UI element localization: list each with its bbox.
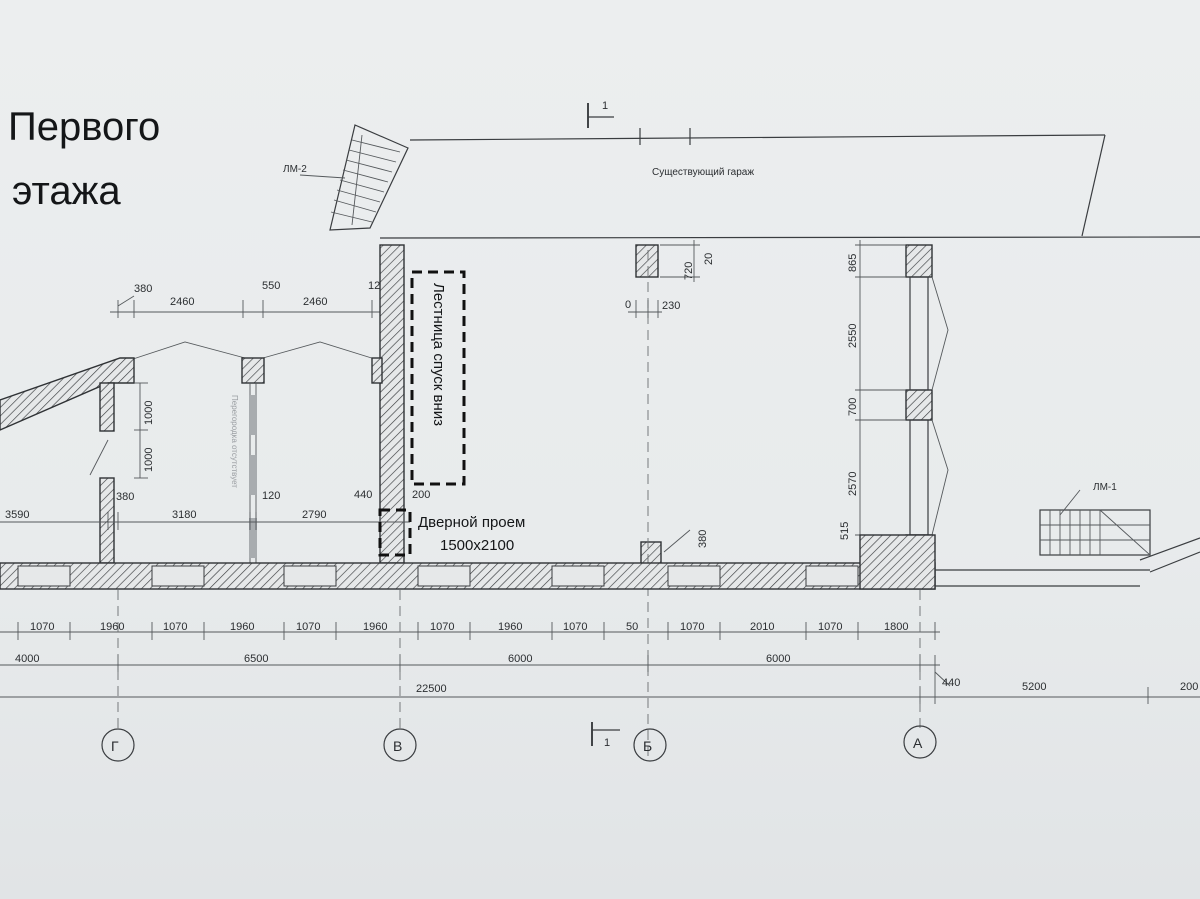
left-sloped-wall [0, 357, 135, 564]
stair-annotation-text: Лестница спуск вниз [430, 283, 447, 426]
svg-text:2790: 2790 [302, 509, 326, 521]
door-annotation: Дверной проем 1500x2100 [378, 508, 525, 557]
wall-axis-v [371, 244, 405, 564]
section-mark-top: 1 [587, 100, 614, 128]
svg-text:1: 1 [602, 100, 608, 112]
existing-garage: Существующий гараж [379, 128, 1200, 239]
svg-text:230: 230 [662, 300, 680, 312]
dims-mid: 3590 380 3180 120 2790 440 200 [0, 489, 430, 530]
dims-left: 1000 1000 [134, 382, 155, 479]
axis-bubble-g: Г [101, 728, 135, 762]
title-line-2: этажа [12, 169, 121, 213]
svg-text:6000: 6000 [766, 653, 790, 665]
middle-column: Перегородка отсутствует [230, 357, 265, 563]
dims-row-1: 1070 1960 1070 1960 1070 1960 1070 1960 … [0, 621, 940, 640]
svg-text:1960: 1960 [363, 621, 387, 633]
svg-text:700: 700 [847, 398, 859, 416]
svg-text:4000: 4000 [15, 653, 39, 665]
svg-text:3590: 3590 [5, 509, 29, 521]
dims-row-3: 22500 440 5200 200 [0, 655, 1200, 704]
svg-text:2010: 2010 [750, 621, 774, 633]
svg-text:6500: 6500 [244, 653, 268, 665]
svg-text:А: А [913, 735, 923, 751]
svg-text:Г: Г [111, 738, 119, 754]
section-mark-bottom: 1 [591, 722, 620, 749]
svg-text:20: 20 [703, 253, 715, 265]
svg-text:720: 720 [683, 262, 695, 280]
svg-text:2460: 2460 [303, 296, 327, 308]
svg-text:2550: 2550 [847, 324, 859, 348]
svg-text:1960: 1960 [230, 621, 254, 633]
roof-slopes [129, 341, 379, 361]
svg-text:1: 1 [604, 737, 610, 749]
svg-text:200: 200 [1180, 681, 1198, 693]
svg-text:380: 380 [134, 283, 152, 295]
svg-text:1000: 1000 [143, 401, 155, 425]
svg-text:1070: 1070 [818, 621, 842, 633]
door-annotation-line-2: 1500x2100 [440, 537, 514, 554]
axis-bubble-a: А [903, 725, 937, 759]
dims-top: 380 2460 550 2460 120 [110, 280, 386, 318]
lm2-label: ЛМ-2 [283, 164, 307, 175]
svg-text:200: 200 [412, 489, 430, 501]
svg-text:1070: 1070 [430, 621, 454, 633]
svg-text:380: 380 [116, 491, 134, 503]
svg-text:6000: 6000 [508, 653, 532, 665]
exterior-wall-bottom [0, 534, 1150, 590]
stair-annotation: Лестница спуск вниз [410, 270, 466, 486]
stair-lm1: ЛМ-1 [1039, 482, 1200, 573]
svg-text:1070: 1070 [563, 621, 587, 633]
svg-text:1070: 1070 [296, 621, 320, 633]
svg-text:1070: 1070 [163, 621, 187, 633]
svg-text:Б: Б [643, 738, 652, 754]
svg-text:5200: 5200 [1022, 681, 1046, 693]
partition-note: Перегородка отсутствует [230, 395, 239, 488]
svg-text:50: 50 [626, 621, 638, 633]
svg-text:В: В [393, 738, 402, 754]
axis-grid [117, 590, 921, 728]
svg-text:1000: 1000 [143, 448, 155, 472]
wall-axis-a: 865 2550 700 2570 515 [839, 240, 949, 564]
svg-text:440: 440 [354, 489, 372, 501]
svg-text:440: 440 [942, 677, 960, 689]
svg-text:865: 865 [847, 254, 859, 272]
svg-text:515: 515 [839, 522, 851, 540]
svg-text:0: 0 [625, 299, 631, 311]
stair-lm2: ЛМ-2 [283, 124, 409, 231]
svg-text:1070: 1070 [30, 621, 54, 633]
svg-text:380: 380 [697, 530, 709, 548]
column-axis-b: 720 20 0 230 380 [625, 240, 715, 760]
svg-text:22500: 22500 [416, 683, 447, 695]
svg-text:1800: 1800 [884, 621, 908, 633]
garage-label: Существующий гараж [652, 167, 754, 178]
axis-bubble-v: В [383, 728, 417, 762]
svg-text:1960: 1960 [100, 621, 124, 633]
lm1-label: ЛМ-1 [1093, 482, 1117, 493]
svg-text:2460: 2460 [170, 296, 194, 308]
title-line-1: Первого [8, 105, 160, 149]
svg-text:1070: 1070 [680, 621, 704, 633]
svg-text:1960: 1960 [498, 621, 522, 633]
dims-row-2: 4000 6500 6000 6000 [0, 653, 940, 672]
svg-text:3180: 3180 [172, 509, 196, 521]
svg-text:120: 120 [262, 490, 280, 502]
axis-bubble-b: Б [633, 728, 667, 762]
svg-text:550: 550 [262, 280, 280, 292]
door-annotation-line-1: Дверной проем [418, 514, 525, 531]
svg-text:2570: 2570 [847, 472, 859, 496]
